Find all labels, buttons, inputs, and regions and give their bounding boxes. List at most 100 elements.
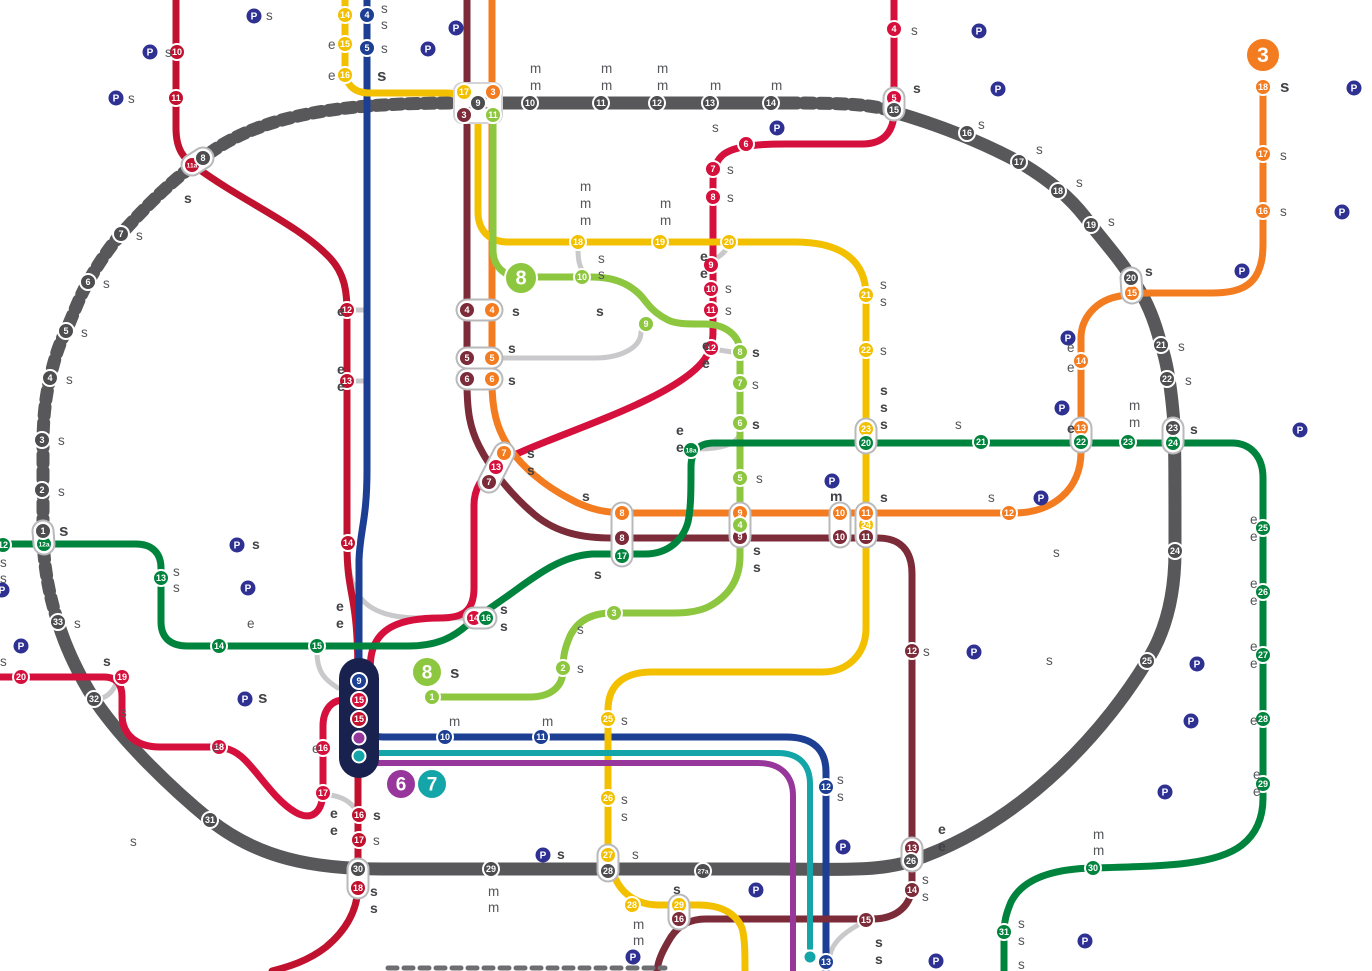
station-label: e (312, 741, 320, 756)
station-cc-22: 22 (1158, 370, 1176, 388)
park-and-ride-icon: P (535, 847, 551, 863)
station-marker (857, 911, 875, 929)
station-label: m (580, 179, 591, 194)
station-py-29: 29 (670, 896, 688, 914)
station-number: 3 (490, 87, 495, 97)
station-marker (637, 315, 655, 333)
station-label: s (500, 601, 508, 617)
station-cc-1: 1 (34, 522, 52, 540)
station-marker (458, 370, 476, 388)
p-icon-circle (240, 580, 256, 596)
station-number: 28 (603, 866, 613, 876)
station-py-25: 25 (599, 710, 617, 728)
station-number: 27 (1258, 650, 1268, 660)
station-marker (613, 504, 631, 522)
station-label: s (450, 663, 459, 682)
station-label: s (130, 834, 137, 849)
station-ag-15: 15 (1123, 284, 1141, 302)
station-marker (79, 273, 97, 291)
park-and-ride-icon: P (1157, 784, 1173, 800)
roundel-number: 8 (515, 268, 526, 290)
line-3-roundel: 3 (1245, 37, 1281, 73)
station-sp-4: 4 (458, 301, 476, 319)
station-label: s (922, 889, 929, 904)
station-marker (41, 369, 59, 387)
station-number: 19 (655, 237, 665, 247)
lrt-line-7-teal (371, 750, 813, 951)
station-number: 21 (1156, 340, 1166, 350)
p-icon-circle (229, 537, 245, 553)
station-number: 27 (603, 850, 613, 860)
station-number: 13 (342, 376, 352, 386)
station-number: 12 (907, 646, 917, 656)
station-number: 14 (766, 98, 776, 108)
station-cc-23: 23 (1164, 419, 1182, 437)
station-label: s (370, 883, 378, 899)
p-icon-circle (1033, 490, 1049, 506)
p-icon-circle (246, 8, 262, 24)
station-ag-6: 6 (483, 370, 501, 388)
station-number: 11 (861, 532, 871, 542)
park-and-ride-icon: P (448, 20, 464, 36)
park-and-ride-icon: P (1183, 713, 1199, 729)
station-mr-9: 9 (637, 315, 655, 333)
station-label: s (512, 303, 520, 319)
station-number: 29 (1258, 779, 1268, 789)
station-number: 13 (907, 843, 917, 853)
station-number: 10 (577, 272, 587, 282)
station-label: s (381, 1, 388, 16)
station-label: e (337, 378, 345, 394)
station-number: 18 (1258, 82, 1268, 92)
station-ag-5: 5 (483, 349, 501, 367)
station-label: s (978, 117, 985, 132)
station-label: m (657, 78, 668, 93)
park-and-ride-icon: P (1054, 400, 1070, 416)
station-label: e (212, 740, 220, 755)
station-label: e (700, 248, 708, 264)
station-label: s (725, 281, 732, 296)
station-number: 15 (354, 714, 364, 724)
station-marker (308, 637, 326, 655)
station-marker (480, 473, 498, 491)
station-marker (1254, 646, 1272, 664)
p-icon-circle (13, 638, 29, 654)
p-icon-letter: P (18, 641, 25, 652)
p-icon-circle (769, 120, 785, 136)
station-kj-9: 9 (702, 256, 720, 274)
p-icon-letter: P (1351, 83, 1358, 94)
station-label: e (1250, 576, 1258, 591)
station-marker (599, 862, 617, 880)
station-label: s (880, 489, 888, 505)
station-label: s (727, 190, 734, 205)
station-marker (33, 481, 51, 499)
station-number: 14 (214, 641, 224, 651)
station-cc-29: 29 (482, 860, 500, 878)
station-ktm-16: 16 (350, 806, 368, 824)
station-ag-3: 3 (484, 83, 502, 101)
station-kg-12: 12 (0, 536, 12, 554)
station-mr-11: 11 (484, 106, 502, 124)
station-label: e (336, 598, 344, 614)
station-label: s (752, 377, 759, 392)
station-cc-14: 14 (762, 94, 780, 112)
station-label: m (660, 196, 671, 211)
station-label: s (373, 833, 380, 848)
station-number: 12 (342, 305, 352, 315)
station-srb-10: 10 (436, 728, 454, 746)
station-number: 10 (835, 508, 845, 518)
station-number: 9 (356, 676, 361, 686)
station-number: 10 (172, 47, 182, 57)
station-label: s (59, 521, 68, 540)
p-icon-letter: P (995, 84, 1002, 95)
station-label: e (700, 265, 708, 281)
station-number: 20 (724, 237, 734, 247)
station-label: s (753, 559, 761, 575)
p-icon-circle (928, 953, 944, 969)
p-icon-letter: P (1082, 936, 1089, 947)
station-srb-11: 11 (532, 728, 550, 746)
station-label: e (1067, 420, 1075, 436)
station-number: 21 (861, 290, 871, 300)
p-icon-circle (625, 949, 641, 965)
station-number: 25 (603, 714, 613, 724)
